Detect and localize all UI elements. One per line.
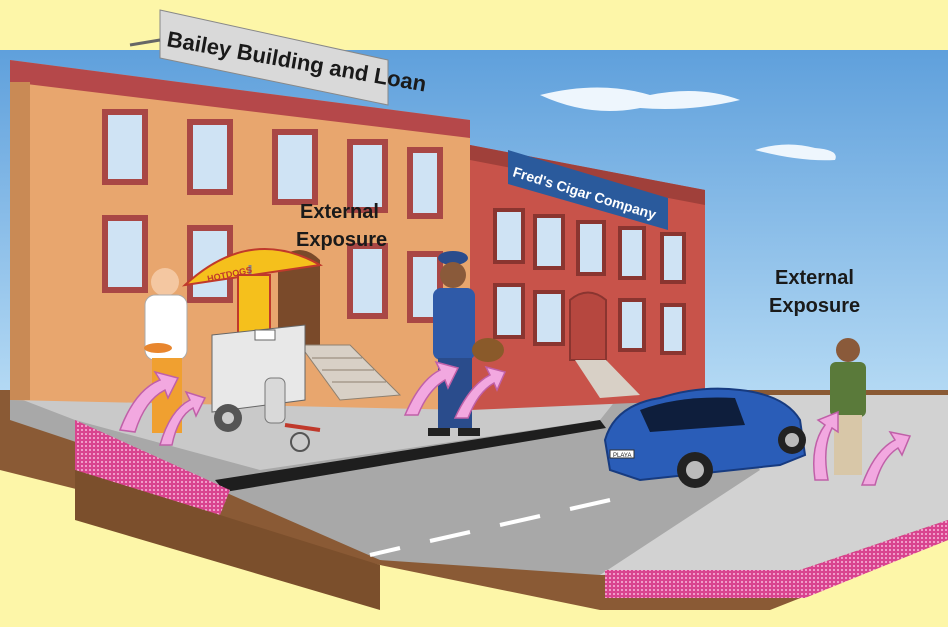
car: PLAYA [603, 387, 807, 488]
exposure-label-center: External Exposure [296, 201, 387, 251]
clouds [540, 87, 836, 161]
exposure-label-right-line2: Exposure [769, 295, 860, 317]
exposure-label-right: External Exposure [769, 267, 860, 317]
exposure-label-center-line1: External [300, 201, 379, 223]
exposure-label-center-line2: Exposure [296, 229, 387, 251]
pedestrian-person [830, 338, 866, 475]
license-plate-text: PLAYA [613, 453, 631, 459]
exposure-zone-left [75, 420, 230, 515]
hotdog-cart: HOTDOGS [181, 248, 324, 452]
vendor-person [144, 268, 188, 433]
exposure-label-right-line1: External [775, 267, 854, 289]
lane-dashes [369, 498, 611, 557]
ground [0, 390, 948, 610]
exposure-zone-right [605, 520, 948, 598]
exposure-arrows [118, 360, 912, 486]
